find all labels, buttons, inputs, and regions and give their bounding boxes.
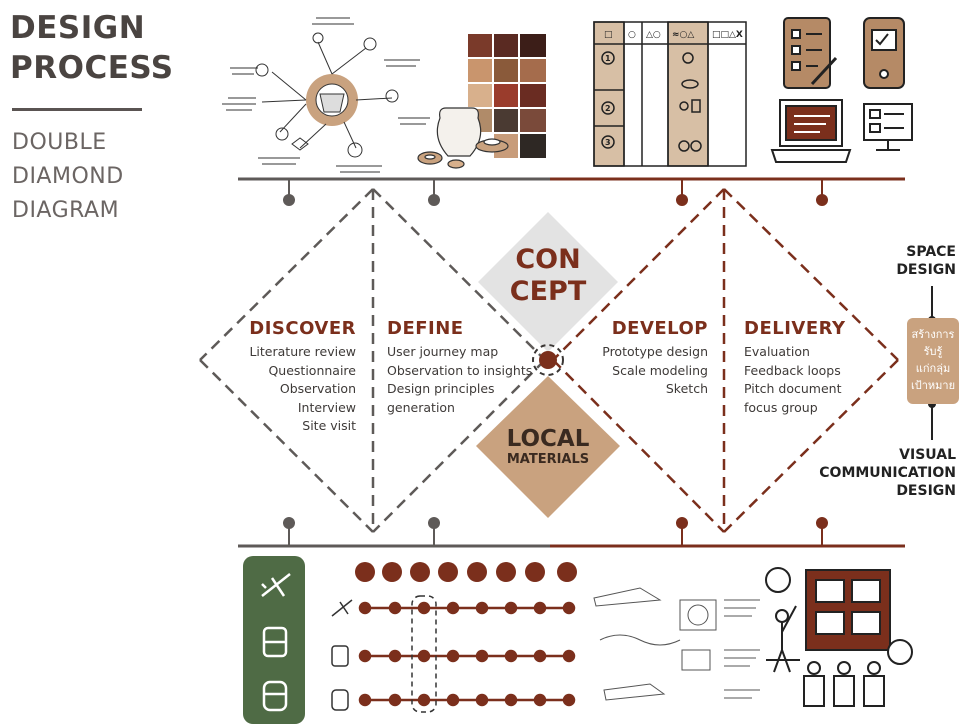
right-diamond-outline <box>552 188 899 533</box>
phase-define-title: DEFINE <box>387 318 464 339</box>
concept-sketches <box>593 587 760 701</box>
phase-develop-items: Prototype design Scale modeling Sketch <box>574 343 708 399</box>
title-divider <box>12 108 142 111</box>
table-mark-4: ≈○△ <box>672 30 694 40</box>
small-train-icon <box>331 689 349 711</box>
concept-label-line-2: CEPT <box>509 276 587 307</box>
audience-icon <box>803 639 913 707</box>
concept-diamond <box>478 212 618 352</box>
define-item: generation <box>387 399 455 415</box>
discover-item: Literature review <box>249 344 356 359</box>
delivery-item: focus group <box>744 399 818 415</box>
monitor-icon <box>863 103 913 151</box>
subtitle-line-2: DIAMOND <box>12 164 124 189</box>
table-mark-3: △○ <box>646 30 661 40</box>
airplane-icon <box>261 573 291 597</box>
concept-label-line-1: CON <box>515 244 581 275</box>
define-item: Observation to insights <box>387 362 533 378</box>
visual-communication-label: VISUAL COMMUNICATION DESIGN <box>800 446 956 500</box>
title-line-1: DESIGN <box>10 10 146 46</box>
journey-highlight-box <box>411 595 437 713</box>
space-design-line-2: DESIGN <box>896 262 956 278</box>
discover-item: Interview <box>297 399 356 415</box>
center-node <box>539 351 557 369</box>
top-pins <box>283 179 828 206</box>
train-icon <box>262 680 288 712</box>
discover-item: Questionnaire <box>268 362 356 378</box>
table-mark-2: ○ <box>628 30 636 40</box>
left-diamond-outline <box>199 188 546 533</box>
phase-delivery: DELIVERY Evaluation Feedback loops Pitch… <box>744 318 884 417</box>
local-label-line-2: MATERIALS <box>506 452 590 467</box>
discover-item: Observation <box>279 381 356 396</box>
laptop-icon <box>770 99 852 163</box>
journey-icons-row <box>355 562 577 582</box>
phase-delivery-title: DELIVERY <box>744 318 846 339</box>
table-row-1: 1 <box>605 54 611 63</box>
journey-mode-icons <box>331 599 353 711</box>
discover-item: Site visit <box>302 418 356 433</box>
table-row-3: 3 <box>605 138 611 147</box>
small-airplane-icon <box>331 599 353 617</box>
local-label-line-1: LOCAL <box>506 426 590 452</box>
mind-map-sketch-icon <box>222 17 430 173</box>
develop-item: Scale modeling <box>612 362 708 378</box>
table-row-2: 2 <box>605 104 611 113</box>
page-title: DESIGN PROCESS <box>10 8 174 88</box>
space-design-label: SPACE DESIGN <box>880 243 956 279</box>
phone-icon <box>863 17 905 89</box>
visual-line-1: VISUAL <box>899 447 956 463</box>
local-materials-label: LOCAL MATERIALS <box>488 426 608 468</box>
phase-delivery-items: Evaluation Feedback loops Pitch document… <box>744 343 884 417</box>
thai-line-2: รับรู้ <box>923 345 943 358</box>
page-subtitle: DOUBLE DIAMOND DIAGRAM <box>12 126 124 228</box>
define-item: User journey map <box>387 344 499 359</box>
thai-line-4: เป้าหมาย <box>910 379 956 392</box>
bottom-pins <box>283 517 828 546</box>
journey-lines <box>358 601 576 707</box>
delivery-item: Pitch document <box>744 381 842 396</box>
subtitle-line-1: DOUBLE <box>12 130 107 155</box>
visual-line-2: COMMUNICATION <box>819 465 956 481</box>
phase-develop: DEVELOP Prototype design Scale modeling … <box>574 318 708 399</box>
title-line-2: PROCESS <box>10 50 174 86</box>
table-mark-5: □□△X <box>712 30 743 40</box>
phase-develop-title: DEVELOP <box>611 318 708 339</box>
small-bus-icon <box>331 645 349 667</box>
delivery-item: Evaluation <box>744 344 810 359</box>
thai-line-1: สร้างการ <box>911 328 955 341</box>
local-materials-diamond <box>476 376 620 518</box>
presentation-board-icon <box>805 569 891 651</box>
thai-line-3: แก่กลุ่ม <box>915 362 951 375</box>
table-mark-1: □ <box>604 30 613 40</box>
phase-define: DEFINE User journey map Observation to i… <box>387 318 537 417</box>
subtitle-line-3: DIAGRAM <box>12 198 120 223</box>
pottery-icon <box>417 107 509 169</box>
journey-table-header: □ ○ △○ ≈○△ □□△X 1 2 3 <box>604 30 743 147</box>
develop-item: Sketch <box>665 381 708 396</box>
concept-label: CON CEPT <box>500 244 596 308</box>
phase-discover-title: DISCOVER <box>249 318 356 339</box>
journey-table-icon <box>593 21 747 167</box>
define-item: Design principles <box>387 381 495 396</box>
presenter-icon <box>765 567 800 673</box>
thai-callout-text: สร้างการ รับรู้ แก่กลุ่ม เป้าหมาย <box>907 326 959 394</box>
transport-panel <box>243 556 305 724</box>
phase-define-items: User journey map Observation to insights… <box>387 343 537 417</box>
visual-line-3: DESIGN <box>896 483 956 499</box>
space-design-line-1: SPACE <box>906 244 956 260</box>
delivery-item: Feedback loops <box>744 362 841 378</box>
phase-discover: DISCOVER Literature review Questionnaire… <box>232 318 356 436</box>
phase-discover-items: Literature review Questionnaire Observat… <box>232 343 356 436</box>
thai-callout-box <box>907 318 959 404</box>
checklist-icon <box>783 17 838 89</box>
center-node-ring <box>532 344 564 376</box>
develop-item: Prototype design <box>602 344 708 359</box>
